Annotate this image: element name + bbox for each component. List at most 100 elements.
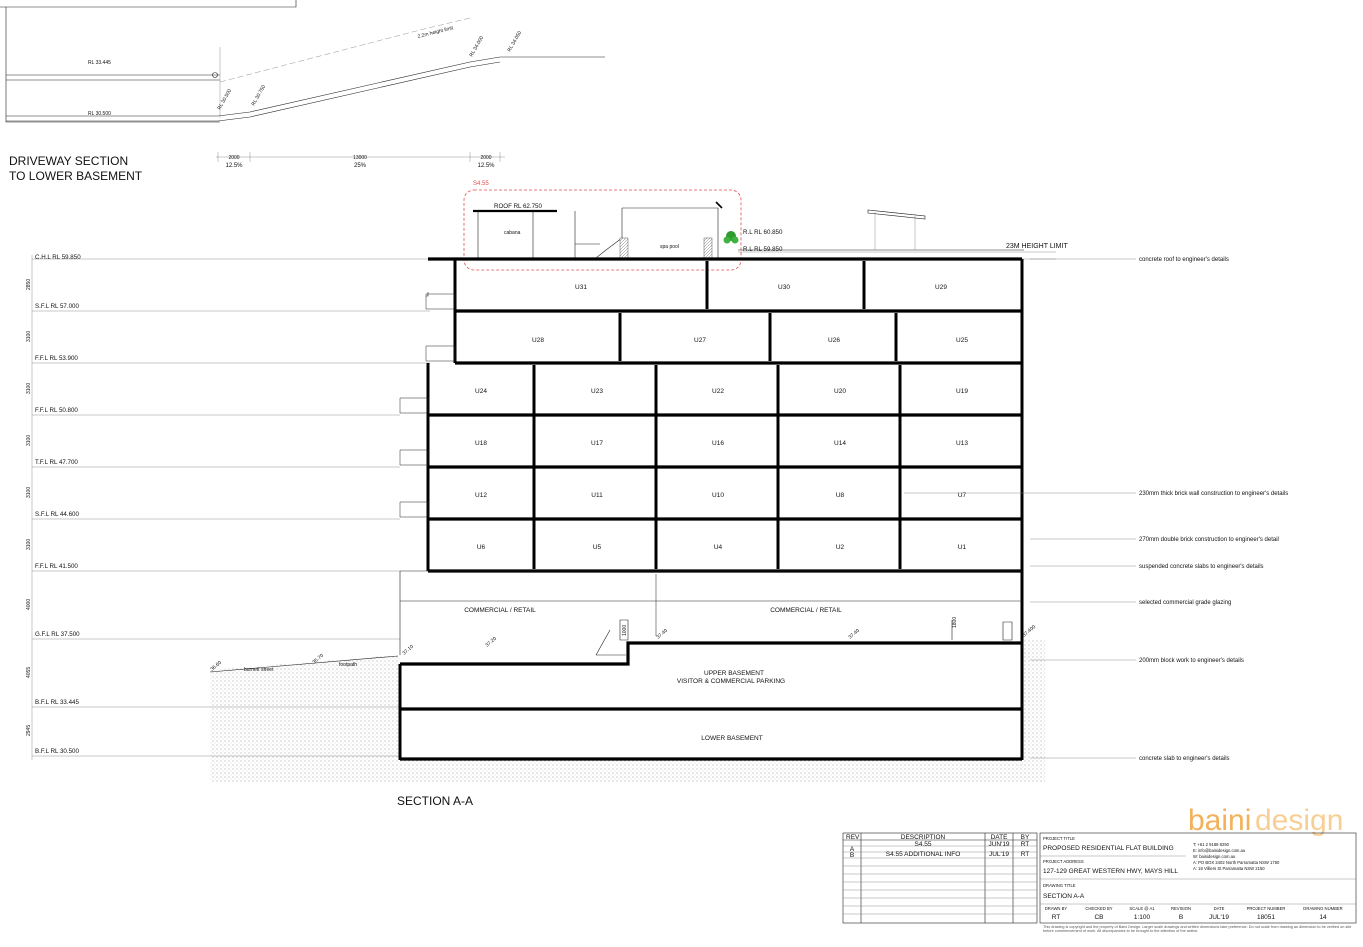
unit-label: U27: [694, 337, 706, 344]
height-dim: 3100: [26, 539, 32, 550]
unit-label: U10: [712, 492, 724, 499]
unit-label: U11: [591, 492, 603, 499]
height-dim: 3100: [26, 331, 32, 342]
cabana-label: cabana: [504, 230, 521, 236]
field-value: JUL'19: [1209, 914, 1229, 921]
field-label: DATE: [1214, 906, 1225, 911]
unit-label: U6: [477, 544, 486, 551]
rl-slab: R.L RL 59.850: [743, 246, 783, 253]
unit-label: U29: [935, 284, 947, 291]
height-dim: 3100: [26, 383, 32, 394]
unit-label: U19: [956, 388, 968, 395]
title-block: baini design T: +61 2 9188 8250 E: info@…: [842, 804, 1357, 924]
note: 200mm block work to engineer's details: [1139, 658, 1244, 664]
contact-line: W: bainidesign.com.au: [1193, 854, 1236, 859]
project-title-label: PROJECT TITLE: [1043, 836, 1075, 841]
dim-1000: 1000: [622, 625, 628, 636]
commercial-right-label: COMMERCIAL / RETAIL: [770, 607, 842, 614]
driveway-title-line2: TO LOWER BASEMENT: [9, 169, 143, 183]
spot-level: 37.40: [655, 628, 669, 641]
unit-label: U2: [836, 544, 845, 551]
contact-line: A: PO BOX 2402 North Parramatta NSW 1750: [1193, 860, 1280, 865]
unit-label: U14: [834, 440, 846, 447]
note: suspended concrete slabs to engineer's d…: [1139, 564, 1264, 570]
project-address-label: PROJECT ADDRESS: [1043, 859, 1084, 864]
revision-by: RT: [1021, 841, 1030, 848]
unit-label: U26: [828, 337, 840, 344]
level-lines: [31, 255, 1056, 760]
note: 230mm thick brick wall construction to e…: [1139, 491, 1288, 497]
spot-level: 37.10: [401, 644, 415, 657]
desc-header: DESCRIPTION: [901, 834, 946, 841]
field-label: DRAWN BY: [1045, 906, 1068, 911]
commercial-left-label: COMMERCIAL / RETAIL: [464, 607, 536, 614]
revision-id: A: [850, 846, 855, 853]
unit-label: U24: [475, 388, 487, 395]
driveway-rl-d: RL 34.050: [507, 30, 524, 53]
unit-label: U1: [958, 544, 967, 551]
driveway-rl-b: RL 30.750: [251, 84, 268, 107]
unit-label: U4: [714, 544, 723, 551]
brand-logo-baini: baini: [1188, 804, 1251, 837]
ground-bottom-fill: [400, 760, 1045, 782]
spot-level: 37.20: [484, 636, 498, 649]
driveway-rl-bottom: RL 30.500: [88, 111, 111, 117]
lower-basement-label: LOWER BASEMENT: [701, 735, 762, 742]
rl-top: R.L RL 60.850: [743, 229, 783, 236]
unit-label: U13: [956, 440, 968, 447]
spot-level: 37.40: [847, 628, 861, 641]
unit-label: U12: [475, 492, 487, 499]
driveway-rl-a: RL 30.500: [217, 88, 234, 111]
driveway-grade-3: 12.5%: [477, 163, 495, 169]
unit-label: U18: [475, 440, 487, 447]
project-title: PROPOSED RESIDENTIAL FLAT BUILDING: [1043, 845, 1174, 852]
driveway-title-line1: DRIVEWAY SECTION: [9, 154, 128, 168]
unit-label: U8: [836, 492, 845, 499]
contact-line: E: info@bainidesign.com.au: [1193, 848, 1246, 853]
level-label: S.F.L RL 44.600: [35, 511, 79, 518]
level-label: G.F.L RL 37.500: [35, 631, 80, 638]
field-label: SCALE @ A1: [1129, 906, 1155, 911]
rooftop: S4.55 ROOF RL 62.750 cabana spa pool R.L…: [463, 181, 1068, 271]
rev-header: REV: [846, 834, 860, 841]
upper-basement-label: UPPER BASEMENT: [704, 670, 764, 677]
unit-labels: U31 U30 U29 U28 U27 U26 U25 U24 U23 U22 …: [475, 284, 968, 551]
height-dim: 4055: [26, 667, 32, 678]
field-value: 1:100: [1134, 914, 1151, 921]
roof-rl: ROOF RL 62.750: [494, 203, 542, 210]
footpath-label: footpath: [339, 662, 357, 668]
ground-left-fill: [210, 655, 400, 782]
revision-date: JUL'19: [989, 851, 1009, 858]
unit-label: U30: [778, 284, 790, 291]
field-value: RT: [1052, 914, 1061, 921]
brand-logo-design: design: [1255, 804, 1343, 837]
level-label: F.F.L RL 53.900: [35, 355, 78, 362]
revision-by: RT: [1021, 851, 1030, 858]
note: concrete slab to engineer's details: [1139, 756, 1230, 762]
drawing-title: SECTION A-A: [1043, 893, 1085, 900]
unit-label: U16: [712, 440, 724, 447]
unit-label: U25: [956, 337, 968, 344]
field-value: B: [1179, 914, 1183, 921]
note: concrete roof to engineer's details: [1139, 257, 1229, 263]
upper-basement-sub-label: VISITOR & COMMERCIAL PARKING: [677, 678, 785, 685]
unit-label: U5: [593, 544, 602, 551]
unit-label: U28: [532, 337, 544, 344]
height-dim: 2850: [26, 279, 32, 290]
annotation-notes: concrete roof to engineer's details 230m…: [904, 257, 1288, 762]
level-label: T.F.L RL 47.700: [35, 459, 78, 466]
driveway-grade-1: 12.5%: [225, 163, 243, 169]
section-a-a: C.H.L RL 59.850 S.F.L RL 57.000 F.F.L RL…: [26, 181, 1288, 808]
contact-line: T: +61 2 9188 8250: [1193, 842, 1230, 847]
level-label: B.F.L RL 30.500: [35, 748, 79, 755]
driveway-height-limit: 2.2m height limit: [417, 25, 454, 40]
level-label: C.H.L RL 59.850: [35, 254, 81, 261]
street-label: burnett street: [244, 667, 274, 673]
field-label: PROJECT NUMBER: [1247, 906, 1286, 911]
revision-desc: S4.55: [915, 841, 932, 848]
contact-line: A: 18 Villiers St Parramatta NSW 2150: [1193, 866, 1265, 871]
driveway-dim-1: 2000: [228, 155, 239, 161]
revision-tag: S4.55: [473, 181, 489, 187]
level-labels: C.H.L RL 59.850 S.F.L RL 57.000 F.F.L RL…: [35, 254, 81, 755]
